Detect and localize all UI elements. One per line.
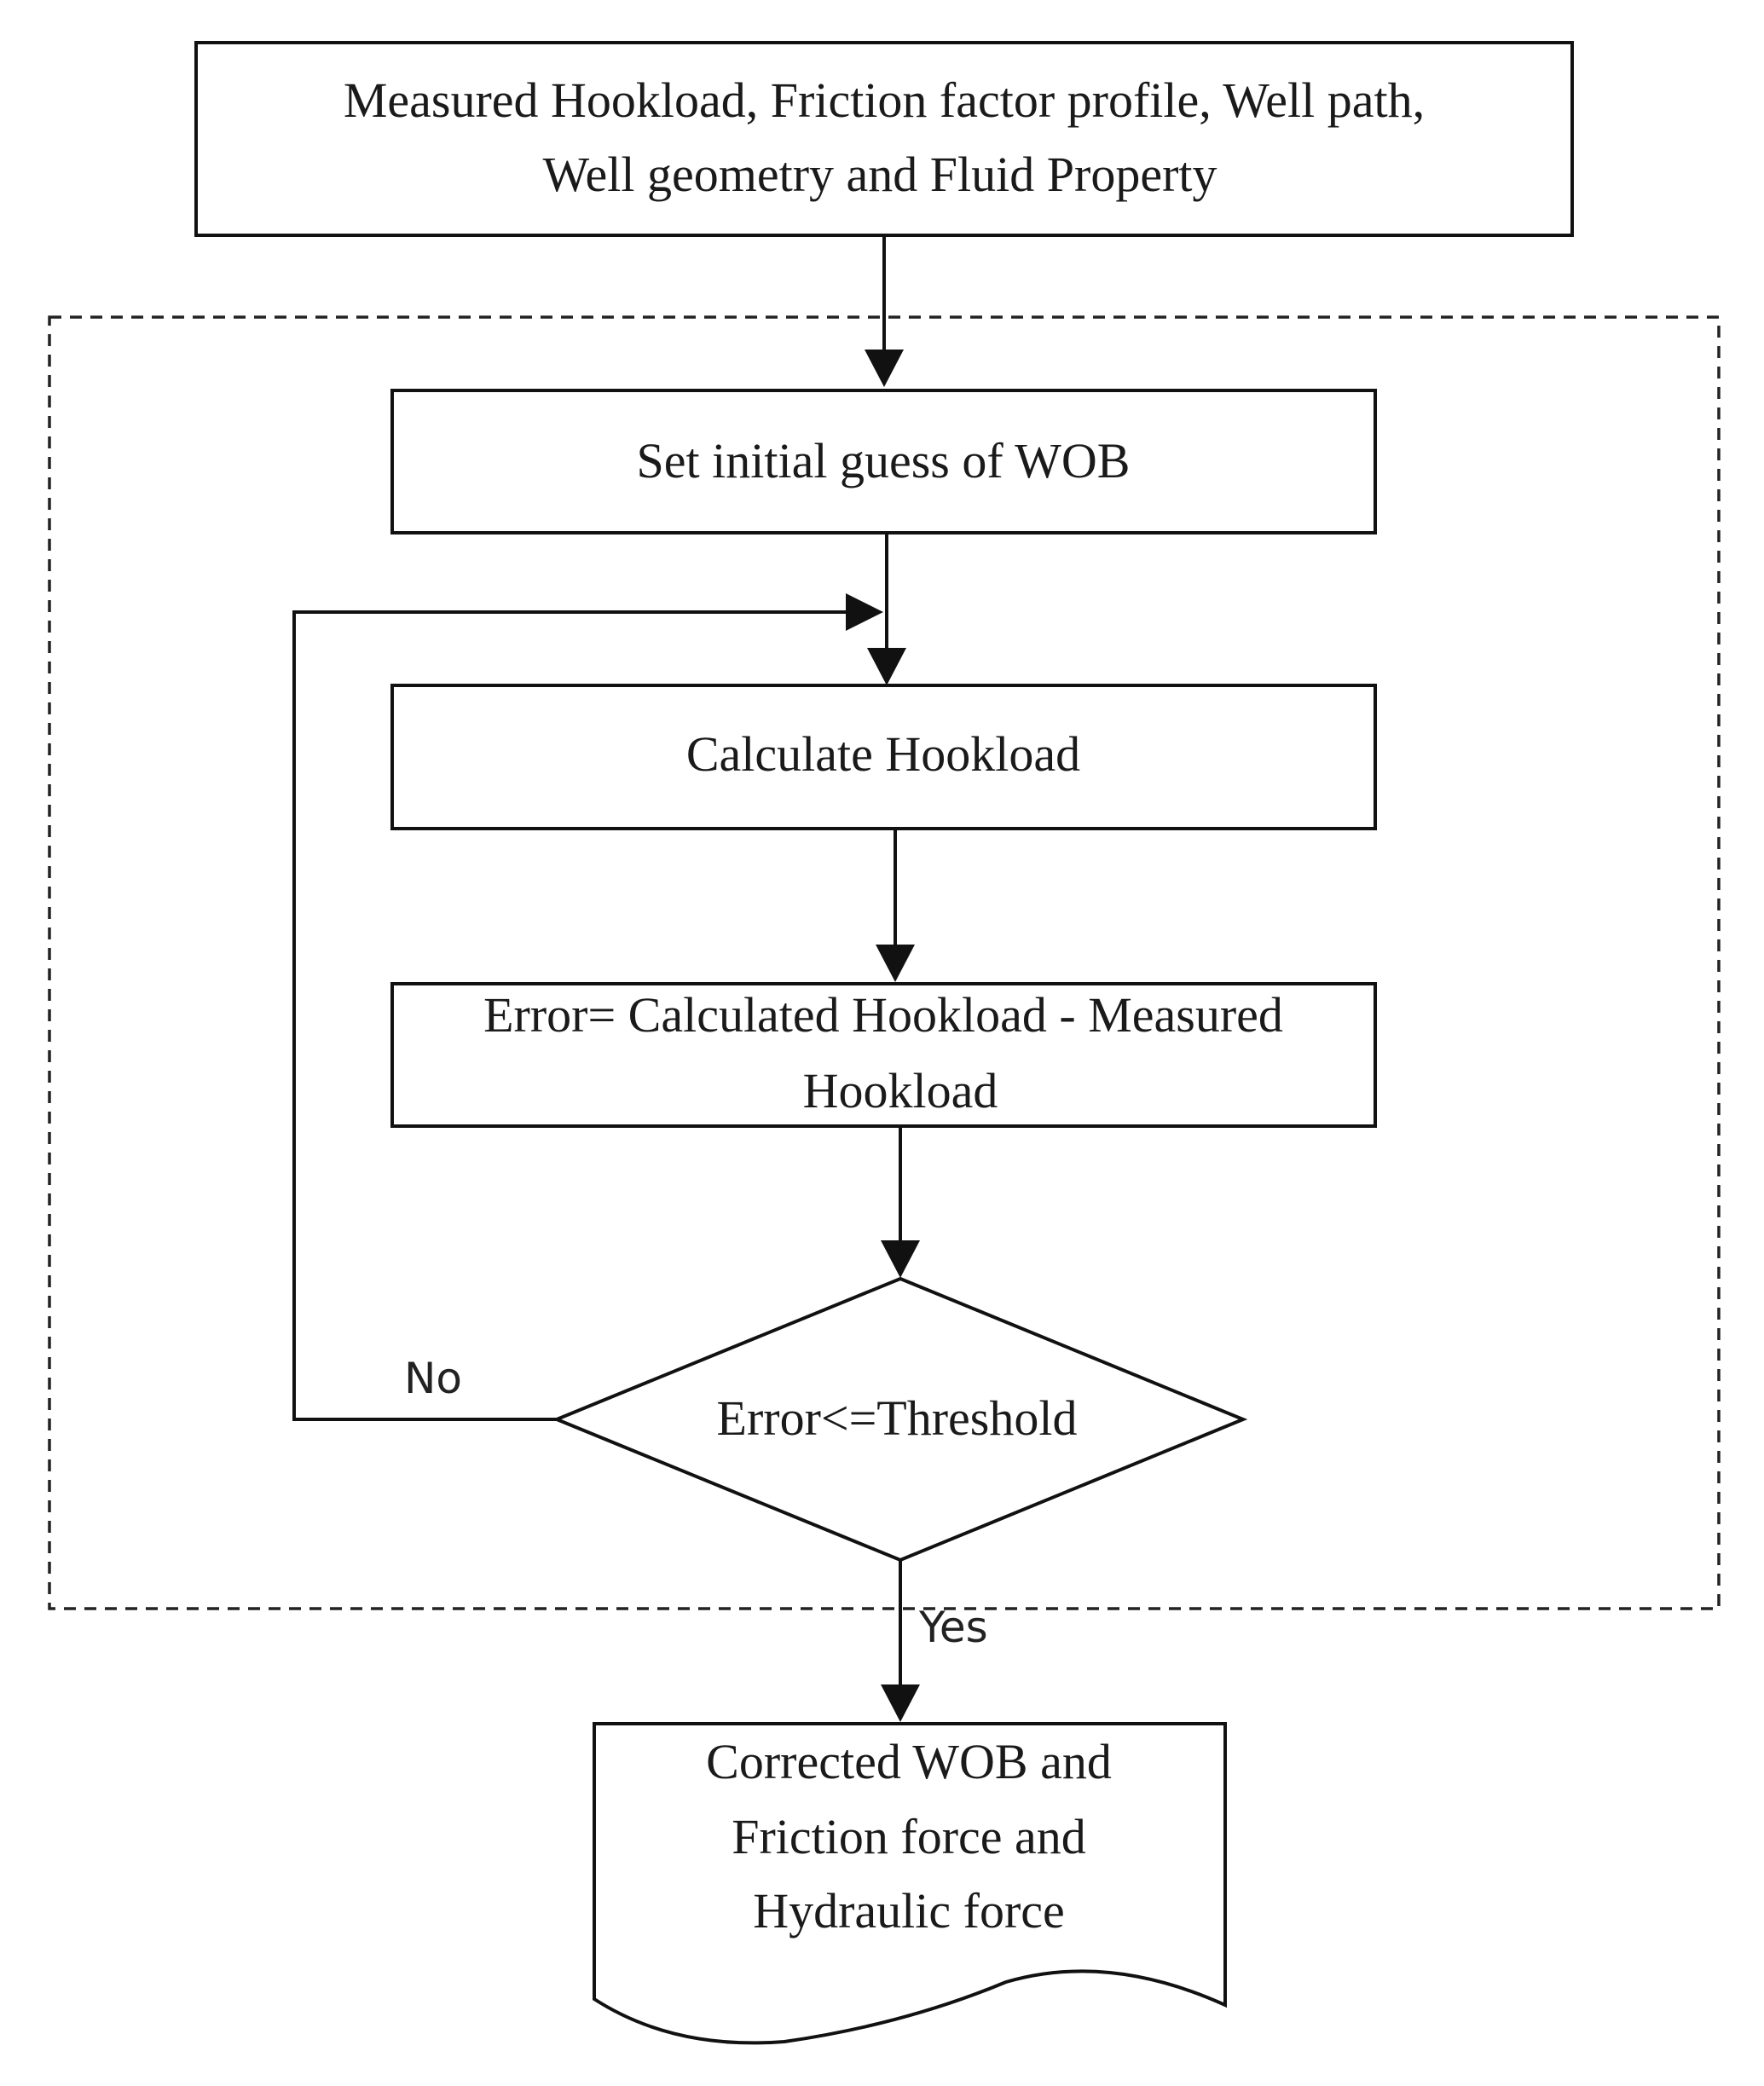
arrowhead-initial-guess [865, 350, 904, 387]
threshold-decision-diamond [552, 1276, 1248, 1563]
arrowhead-decision [881, 1240, 920, 1278]
arrowhead-error [876, 945, 915, 982]
error-box [390, 982, 1377, 1128]
output-text-line1: Corrected WOB and [706, 1734, 1112, 1789]
output-document-shape [593, 1722, 1227, 2045]
decision-text: Error<=Threshold [717, 1390, 1078, 1446]
output-text-line3: Hydraulic force [753, 1883, 1065, 1939]
calculate-hookload-box [390, 684, 1377, 830]
inputs-text-line2: Well geometry and Fluid Property [542, 147, 1217, 202]
arrowhead-calculate [867, 648, 906, 685]
inputs-text-line1: Measured Hookload, Friction factor profi… [344, 72, 1425, 128]
arrowhead-loop-back [846, 593, 883, 631]
edge-no-loop-back [292, 610, 853, 1421]
inputs-box [194, 41, 1574, 237]
error-text-line1: Error= Calculated Hookload - Measured [483, 987, 1283, 1043]
yes-label: Yes [918, 1603, 988, 1652]
iteration-loop-group [48, 315, 1721, 1610]
arrowhead-output [881, 1684, 920, 1722]
initial-guess-text: Set initial guess of WOB [637, 433, 1131, 488]
error-text-line2: Hookload [803, 1063, 998, 1118]
initial-guess-box [390, 389, 1377, 535]
no-label: No [404, 1354, 462, 1403]
output-text-line2: Friction force and [732, 1809, 1086, 1864]
calculate-hookload-text: Calculate Hookload [686, 726, 1080, 782]
